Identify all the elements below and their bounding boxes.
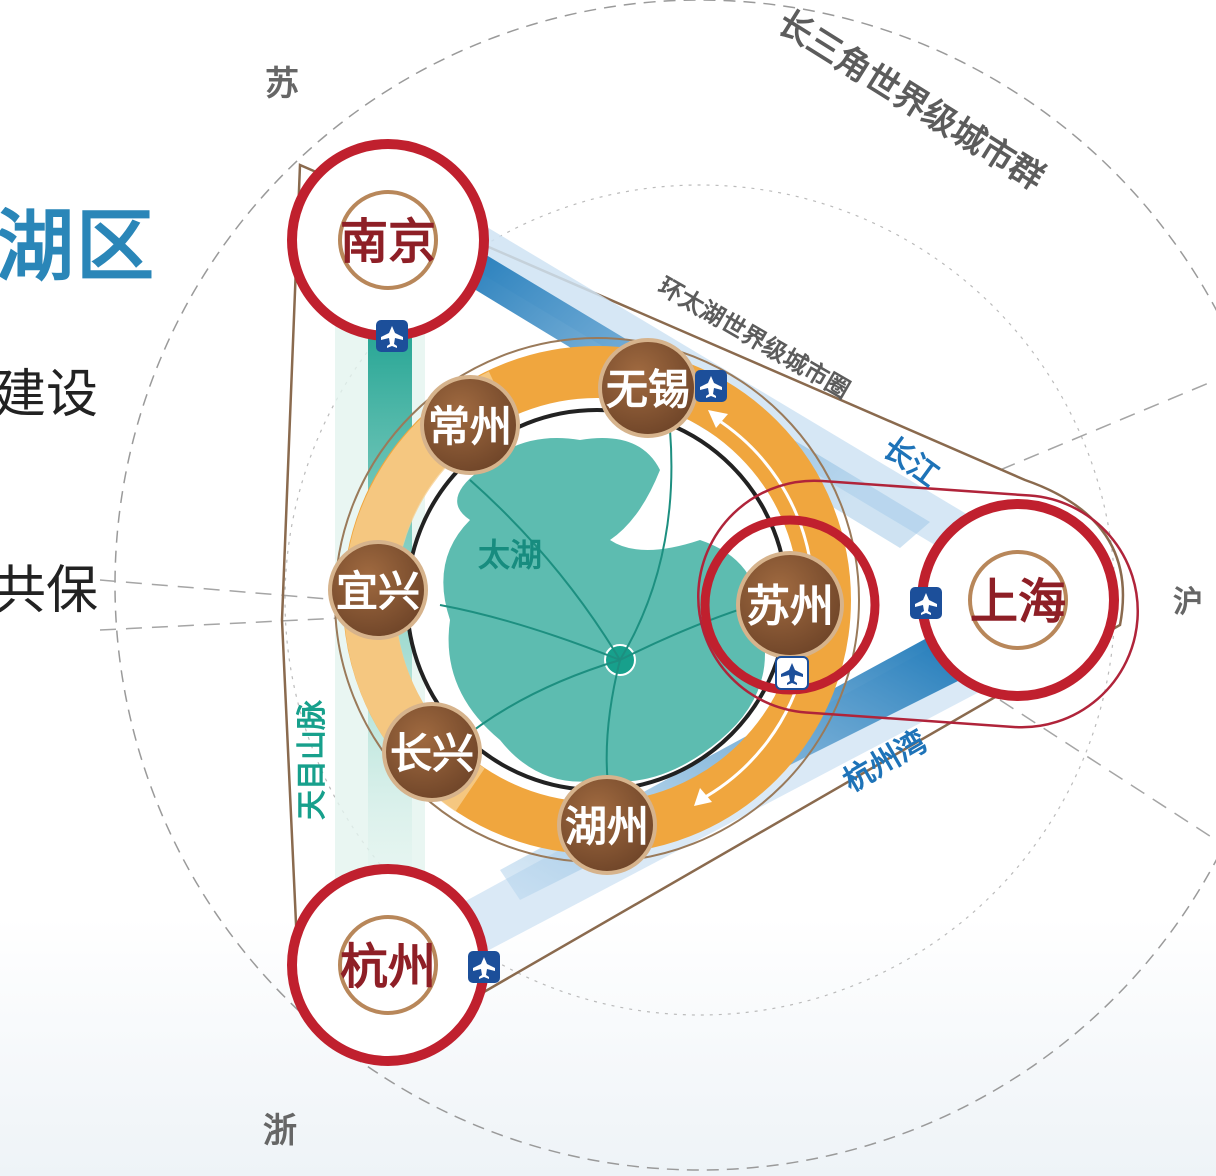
hub-nanjing: [287, 139, 489, 341]
region-label-shanghai: 沪: [1173, 585, 1203, 620]
city-label-hangzhou: 杭州: [340, 939, 436, 995]
airplane-icon: [376, 320, 408, 352]
city-label-shanghai: 上海: [970, 574, 1066, 630]
airplane-icon: [695, 370, 727, 402]
city-disc-yixing: [328, 540, 428, 640]
city-label-changzhou: 常州: [428, 402, 512, 451]
city-label-yixing: 宜兴: [336, 567, 420, 616]
tianmu-label: 天目山脉: [295, 699, 330, 820]
ring-arrow-upper: [714, 416, 812, 561]
lake-label: 太湖: [478, 536, 542, 574]
body-text-fragment-1: 建设: [0, 365, 99, 425]
ring-arrow-upper-head: [708, 410, 728, 428]
region-label-zhejiang: 浙: [263, 1111, 297, 1151]
city-label-changxing: 长兴: [390, 729, 474, 778]
region-label-jiangsu: 苏: [265, 64, 299, 104]
city-label-wuxi: 无锡: [606, 365, 690, 414]
airplane-icon: [910, 587, 942, 619]
city-label-nanjing: 南京: [340, 214, 436, 270]
city-disc-changzhou: [420, 375, 520, 475]
city-disc-changxing: [382, 702, 482, 802]
airplane-icon: [468, 951, 500, 983]
body-text-fragment-2: 共保: [0, 561, 99, 621]
outer-arc-label: 长三角世界级城市群: [770, 3, 1051, 199]
city-disc-huzhou: [557, 775, 657, 875]
suzhou-shanghai-capsule: [697, 479, 1139, 729]
ring-arrow-lower-head: [694, 788, 712, 806]
city-label-huzhou: 湖州: [565, 802, 649, 851]
hub-shanghai: [917, 499, 1119, 701]
lake-shape: [443, 438, 765, 782]
city-label-suzhou: 苏州: [746, 581, 834, 632]
hub-hangzhou: [287, 864, 489, 1066]
airplane-icon: [775, 656, 809, 690]
heading-fragment: 湖区: [0, 202, 157, 292]
